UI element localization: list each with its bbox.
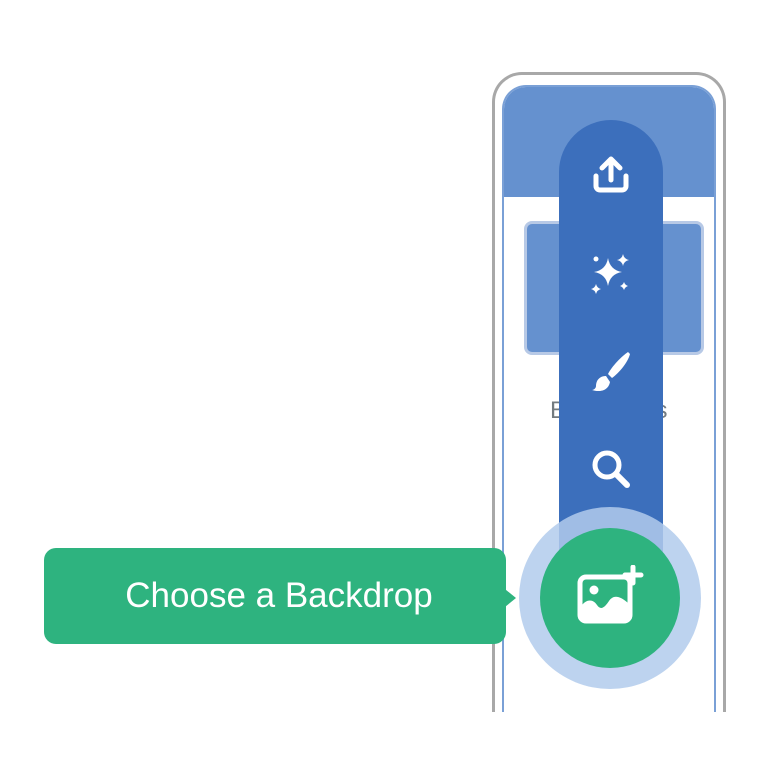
- upload-icon: [588, 152, 634, 198]
- tooltip-text: Choose a Backdrop: [125, 576, 433, 615]
- surprise-sparkle-icon: [588, 250, 634, 296]
- choose-backdrop-tooltip: Choose a Backdrop: [44, 548, 506, 644]
- upload-backdrop-button[interactable]: [559, 140, 663, 210]
- search-icon: [588, 446, 634, 492]
- choose-backdrop-button[interactable]: [540, 528, 680, 668]
- surprise-backdrop-button[interactable]: [559, 238, 663, 308]
- image-add-icon: [575, 564, 645, 632]
- paint-brush-icon: [588, 348, 634, 394]
- backdrop-menu-flyout: [559, 120, 663, 560]
- paint-backdrop-button[interactable]: [559, 336, 663, 406]
- choose-backdrop-search-button[interactable]: [559, 434, 663, 504]
- tooltip-arrow: [500, 585, 516, 611]
